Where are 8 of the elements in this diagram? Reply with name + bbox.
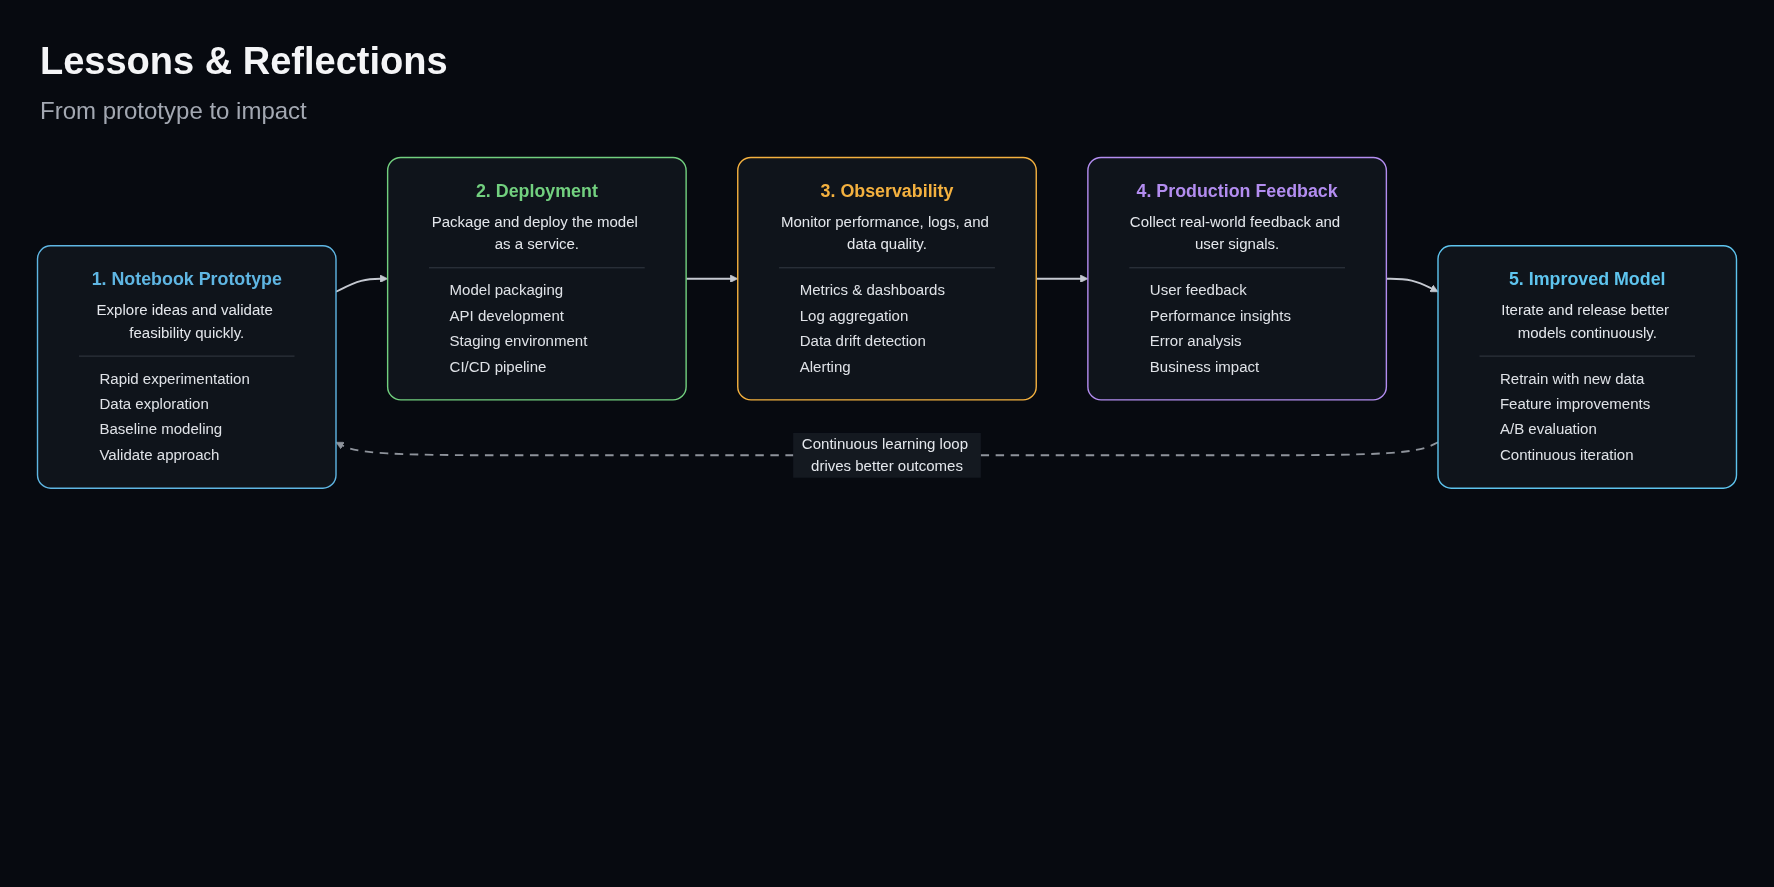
edge-label: Continuous learning loop drives better outcomes <box>801 435 968 475</box>
node-box: 3. Observability Monitor performance, logs, and data quality. Metrics & dashboards Log aggregation Data drift detection Alerting <box>737 156 1037 401</box>
node-box: 5. Improved Model Iterate and release better models continuously. Retrain with new data Feature improvements A/B evaluation Continuous iteration <box>1437 245 1738 489</box>
node-box: 1. Notebook Prototype Explore ideas and validate feasibility quickly. Rapid experimentation Data exploration Baseline modeling Validate approach <box>36 245 337 489</box>
subtitle: From prototype to impact <box>40 97 307 125</box>
node-box: 2. Deployment Package and deploy the model as a service. Model packaging API development Staging environment CI/CD pipeline <box>386 156 687 401</box>
diagram-title: Lessons & Reflections <box>40 40 448 83</box>
node-box: 4. Production Feedback Collect real-world feedback and user signals. User feedback Performance insights Error analysis Business impact <box>1087 156 1388 401</box>
